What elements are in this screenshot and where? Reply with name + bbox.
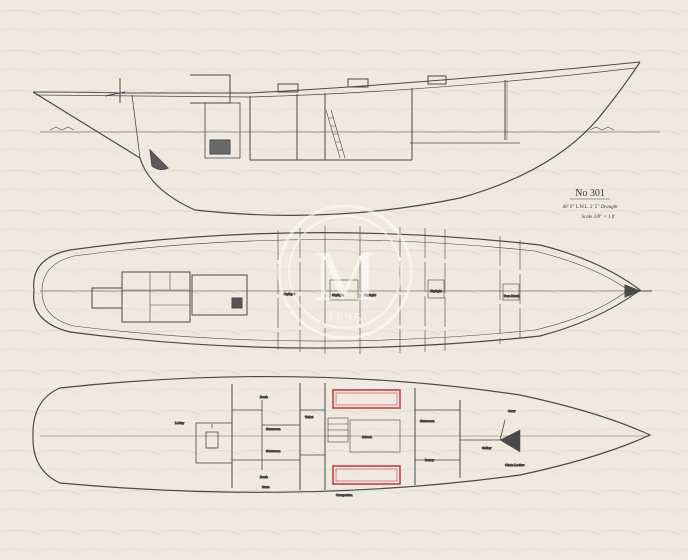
stern-post bbox=[131, 94, 141, 159]
watermark-ring-outer bbox=[277, 204, 413, 340]
water-mark-aft bbox=[49, 126, 75, 131]
cabin-label: Galley bbox=[482, 446, 492, 450]
chain-locker-fill bbox=[499, 429, 521, 453]
settee-starboard bbox=[332, 465, 401, 485]
cabin-label: Berth bbox=[260, 475, 268, 479]
cabin-label: Companion bbox=[336, 493, 353, 497]
helm-box bbox=[91, 287, 123, 309]
watermark-ring-inner bbox=[288, 215, 402, 329]
toilet-partitions bbox=[300, 409, 325, 456]
deck-label: Skylight bbox=[364, 293, 376, 297]
engine-detail bbox=[208, 424, 216, 449]
stemhead-fitting bbox=[624, 284, 642, 298]
deck-skylight bbox=[427, 279, 445, 299]
skylight bbox=[427, 75, 447, 85]
engine bbox=[209, 139, 231, 155]
cabin-label: Store bbox=[262, 485, 270, 489]
cabin-partitions bbox=[232, 400, 300, 470]
rudder bbox=[149, 148, 169, 171]
drawing-number: No 301 bbox=[575, 188, 605, 199]
cabin-label: Saloon bbox=[362, 435, 372, 439]
cabin-label: Stateroom bbox=[420, 419, 435, 423]
hatch-block bbox=[231, 297, 243, 309]
accommodation-outline bbox=[32, 375, 652, 493]
stair-treads bbox=[328, 423, 348, 437]
dimensions-line: 40' 0" L.W.L. 3' 5" Draught bbox=[562, 205, 618, 210]
cabin-label: Berth bbox=[260, 395, 268, 399]
deck-label: Fore Hatch bbox=[504, 294, 520, 298]
deck-skylight bbox=[329, 279, 359, 301]
sheer-line bbox=[32, 61, 641, 94]
cabin-label: Chain Locker bbox=[505, 463, 525, 467]
cabin-label: Stateroom bbox=[266, 427, 281, 431]
ladder-rungs bbox=[329, 117, 343, 151]
hull-outline bbox=[32, 61, 641, 216]
saloon-table bbox=[349, 419, 401, 453]
skylight bbox=[347, 78, 369, 88]
cabin-label: Stateroom bbox=[266, 449, 281, 453]
skylight bbox=[277, 83, 299, 93]
settee-starboard-cushion bbox=[335, 468, 398, 482]
water-mark-fore bbox=[589, 126, 615, 131]
deck-plan: Skylight Skylight Skylight Skylight Fore… bbox=[33, 226, 652, 354]
deckhouse bbox=[191, 274, 248, 316]
cabin-label: Toilet bbox=[305, 415, 313, 419]
scale-line: Scale 3/8" = 1 ft bbox=[582, 215, 616, 220]
accommodation-plan: Berth Berth Stateroom Toilet Stateroom S… bbox=[32, 375, 652, 498]
engine-space bbox=[204, 102, 241, 159]
settee-port bbox=[332, 389, 401, 409]
deck-outline bbox=[33, 232, 642, 349]
tiller-arm bbox=[104, 91, 126, 97]
fore-hatch bbox=[502, 283, 520, 301]
title-block: No 301 40' 0" L.W.L. 3' 5" Draught Scale… bbox=[562, 188, 618, 220]
deck-label: Skylight bbox=[332, 293, 344, 297]
stateroom-partitions bbox=[415, 409, 460, 461]
cabin-label: Pantry bbox=[425, 458, 434, 462]
cabin-label: Lobby bbox=[175, 421, 184, 425]
watermark: M 1896 bbox=[277, 204, 413, 340]
deck-label: Skylight bbox=[430, 289, 442, 293]
deck-line bbox=[35, 67, 636, 98]
engine-room bbox=[195, 422, 233, 464]
watermark-year: 1896 bbox=[327, 311, 363, 326]
profile-view bbox=[32, 61, 660, 216]
cabin-label: Crew bbox=[508, 409, 516, 413]
settee-port-cushion bbox=[335, 392, 398, 406]
deck-inner-line bbox=[41, 239, 629, 342]
watermark-letter: M bbox=[313, 236, 377, 316]
deck-label: Skylight bbox=[283, 292, 295, 296]
